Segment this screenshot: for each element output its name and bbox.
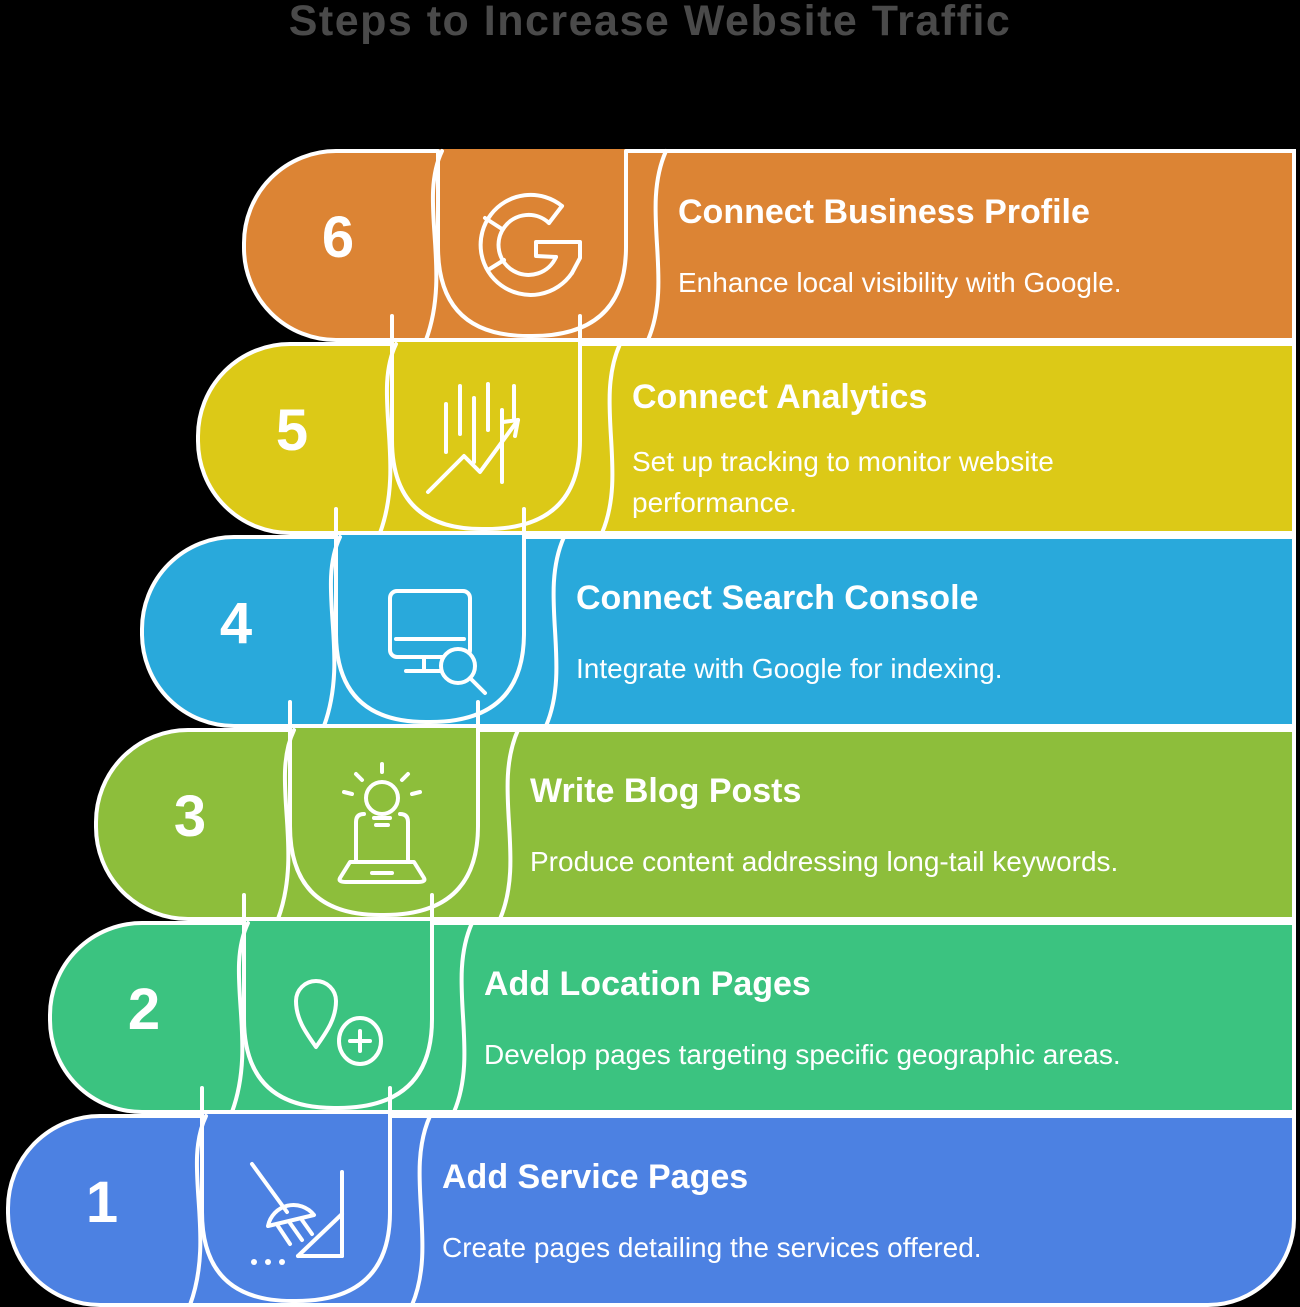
step-1-description: Create pages detailing the services offe…: [442, 1232, 982, 1263]
icon-bubble-outline: [200, 1086, 392, 1303]
step-2-description: Develop pages targeting specific geograp…: [484, 1039, 1121, 1070]
step-6-shape: [242, 149, 1296, 342]
step-4-number: 4: [219, 591, 253, 656]
divider-number-icon: [322, 535, 342, 728]
step-2-bar: [48, 921, 1296, 1114]
step-4-bar: [140, 535, 1296, 728]
step-6-title: Connect Business Profile: [678, 193, 1090, 231]
icon-bubble-outline: [436, 149, 628, 338]
step-5-title: Connect Analytics: [632, 378, 928, 416]
page-title: Steps to Increase Website Traffic: [288, 0, 1012, 45]
divider-number-icon: [378, 342, 398, 535]
divider-icon-text: [452, 921, 474, 1114]
divider-number-icon: [230, 921, 250, 1114]
step-3-number: 3: [173, 784, 207, 849]
google-g-icon: [478, 192, 582, 297]
step-5-number: 5: [275, 398, 309, 463]
icon-bubble-outline: [334, 507, 526, 724]
step-6-bar: [242, 149, 1296, 342]
divider-icon-text: [544, 535, 566, 728]
step-4-title: Connect Search Console: [576, 579, 979, 617]
step-5-shape: [196, 314, 1296, 535]
monitor-magnifier-icon: [388, 589, 487, 695]
icon-bubble-outline: [288, 700, 480, 917]
step-6-number: 6: [321, 205, 355, 270]
divider-number-icon: [276, 728, 296, 921]
step-3-shape: [94, 700, 1296, 921]
step-2-icon-bubble: [244, 921, 432, 1108]
step-5-description: Set up tracking to monitor website perfo…: [632, 446, 1054, 518]
step-3-title: Write Blog Posts: [530, 772, 802, 810]
step-2-title: Add Location Pages: [484, 965, 811, 1003]
icon-bubble-outline: [390, 314, 582, 531]
divider-number-icon: [424, 149, 444, 342]
step-1-title: Add Service Pages: [442, 1158, 749, 1196]
divider-icon-text: [498, 728, 520, 921]
step-2-number: 2: [127, 977, 161, 1042]
step-4-icon-bubble: [336, 535, 524, 722]
icon-bubble-outline: [242, 893, 434, 1110]
step-6-icon-bubble: [438, 149, 626, 336]
step-2-shape: [48, 893, 1296, 1114]
step-1-icon-bubble: [202, 1114, 390, 1301]
divider-icon-text: [646, 149, 668, 342]
step-3-description: Produce content addressing long-tail key…: [530, 846, 1119, 877]
step-1-number: 1: [85, 1170, 119, 1235]
divider-number-icon: [188, 1114, 208, 1307]
step-6-description: Enhance local visibility with Google.: [678, 267, 1122, 298]
analytics-trend-chart-icon: [426, 382, 520, 494]
divider-icon-text: [410, 1114, 432, 1307]
step-5-icon-bubble: [392, 342, 580, 529]
divider-icon-text: [600, 342, 622, 535]
step-3-bar: [94, 728, 1296, 921]
broom-sweep-icon: [250, 1162, 344, 1265]
step-4-shape: [140, 507, 1296, 728]
laptop-lightbulb-icon: [337, 762, 427, 884]
step-4-description: Integrate with Google for indexing.: [576, 653, 1003, 684]
step-1-shape: [6, 1086, 1296, 1307]
step-3-icon-bubble: [290, 728, 478, 915]
location-pin-plus-icon: [294, 979, 383, 1066]
